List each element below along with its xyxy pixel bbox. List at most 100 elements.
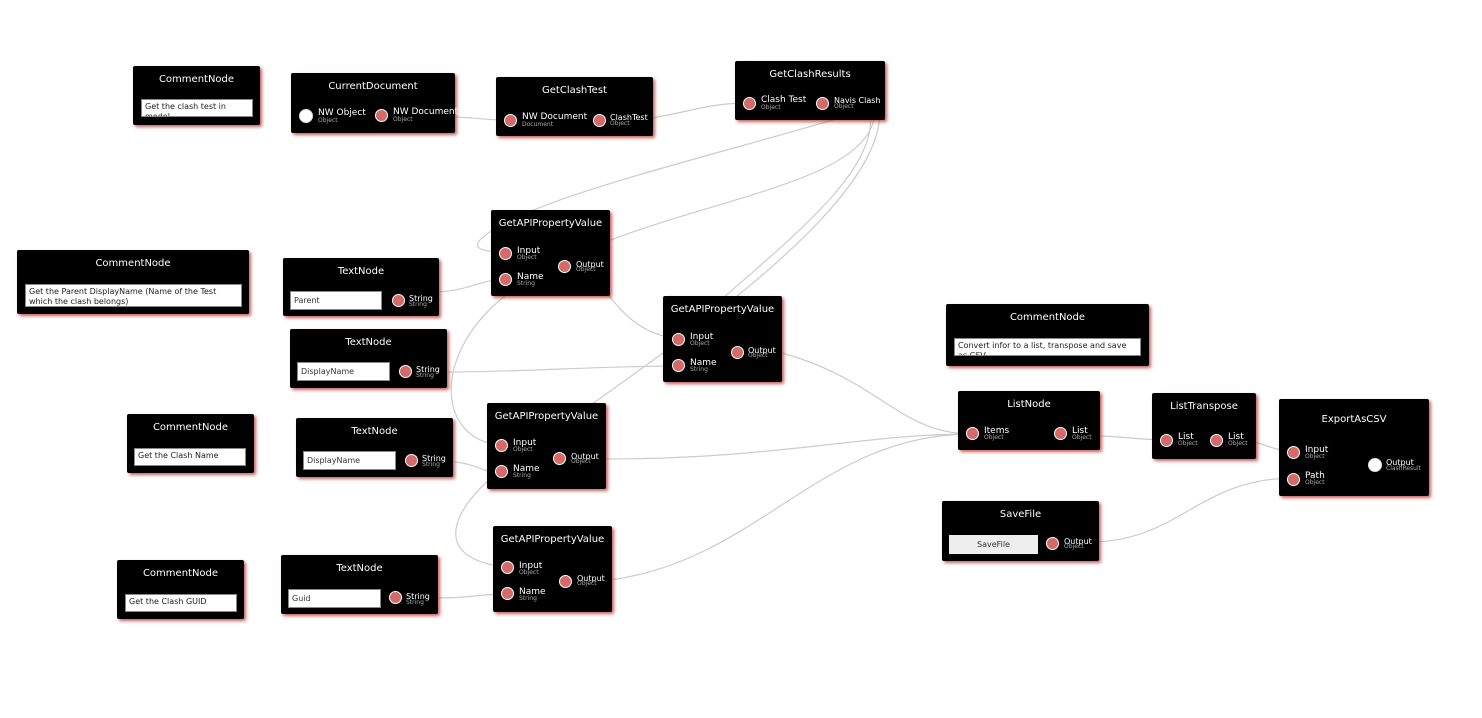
output-port[interactable]: [553, 452, 566, 465]
node-title: ListTranspose: [1170, 401, 1238, 412]
node-title: CommentNode: [95, 258, 171, 269]
current-document-node[interactable]: CurrentDocument NW Object Object NW Docu…: [291, 73, 458, 133]
port-label: Navis Clash: [834, 96, 881, 105]
path-input-port[interactable]: [1287, 473, 1300, 486]
node-title: CurrentDocument: [328, 81, 418, 92]
string-output-port[interactable]: [399, 365, 412, 378]
port-label: String: [406, 592, 430, 601]
node-title: TextNode: [337, 266, 385, 277]
text-value-field[interactable]: DisplayName: [297, 362, 390, 381]
port-type: Object: [1178, 440, 1198, 447]
name-input-port[interactable]: [672, 359, 685, 372]
wire-apiprop2-to-listnode: [781, 352, 973, 435]
port-label: Name: [690, 358, 717, 368]
text-value-field[interactable]: DisplayName: [303, 451, 396, 470]
port-type: Object: [748, 352, 768, 359]
node-title: TextNode: [336, 563, 383, 574]
export-as-csv-node[interactable]: ExportAsCSV Input Object Path Object Out…: [1279, 399, 1429, 496]
port-type: Object: [834, 103, 854, 110]
port-label: Name: [519, 587, 546, 597]
nw-object-output-port[interactable]: [299, 109, 313, 123]
port-type: String: [422, 461, 440, 468]
get-api-property-value-node-1[interactable]: GetAPIPropertyValue Input Object Name St…: [491, 210, 610, 296]
list-node[interactable]: ListNode Items Object List Object: [958, 391, 1100, 450]
port-label: List: [1072, 426, 1088, 436]
string-output-port[interactable]: [392, 294, 405, 307]
input-port[interactable]: [672, 333, 685, 346]
port-type: Object: [513, 446, 533, 453]
text-node-displayname-2[interactable]: TextNode DisplayName String String: [296, 418, 453, 477]
comment-node-clash-guid[interactable]: CommentNode Get the Clash GUID: [117, 560, 244, 619]
input-port[interactable]: [501, 561, 514, 574]
port-label: Output: [748, 346, 776, 355]
save-file-node[interactable]: SaveFile SaveFile Output Object: [942, 501, 1099, 561]
port-label: Items: [984, 426, 1010, 436]
comment-node-convert-list[interactable]: CommentNode Convert infor to a list, tra…: [946, 304, 1149, 366]
get-clash-test-node[interactable]: GetClashTest NW Document Document ClashT…: [496, 77, 653, 136]
node-title: CommentNode: [152, 422, 229, 433]
comment-text[interactable]: Get the Clash GUID: [125, 594, 237, 612]
node-title: GetAPIPropertyValue: [498, 218, 603, 229]
name-input-port[interactable]: [495, 465, 508, 478]
clashtest-output-port[interactable]: [593, 114, 606, 127]
name-input-port[interactable]: [501, 587, 514, 600]
comment-text[interactable]: Get the Clash Name: [134, 448, 246, 466]
port-label: Input: [1305, 445, 1329, 455]
port-type: Object: [1072, 434, 1092, 441]
text-node-displayname-1[interactable]: TextNode DisplayName String String: [290, 329, 447, 388]
get-api-property-value-node-3[interactable]: GetAPIPropertyValue Input Object Name St…: [487, 403, 606, 489]
port-label: Input: [519, 561, 543, 571]
items-input-port[interactable]: [966, 427, 979, 440]
node-title: CommentNode: [158, 74, 235, 85]
node-title: GetClashTest: [542, 85, 607, 96]
port-label: Name: [513, 464, 540, 474]
node-title: CommentNode: [142, 568, 219, 579]
comment-text[interactable]: Get the clash test in model: [141, 99, 253, 117]
nw-document-input-port[interactable]: [504, 114, 517, 127]
port-type: String: [409, 301, 427, 308]
port-label: Name: [517, 272, 544, 282]
list-output-port[interactable]: [1210, 434, 1223, 447]
text-value-field[interactable]: Guid: [288, 589, 381, 608]
comment-node-clash-name[interactable]: CommentNode Get the Clash Name: [127, 414, 254, 473]
list-input-port[interactable]: [1160, 434, 1173, 447]
input-port[interactable]: [495, 439, 508, 452]
string-output-port[interactable]: [389, 591, 402, 604]
output-port[interactable]: [1368, 458, 1382, 472]
clash-test-input-port[interactable]: [743, 97, 756, 110]
output-port[interactable]: [559, 575, 572, 588]
text-value-field[interactable]: Parent: [290, 291, 382, 310]
nw-document-output-port[interactable]: [375, 109, 388, 122]
input-port[interactable]: [1287, 446, 1300, 459]
output-port[interactable]: [558, 260, 571, 273]
output-port[interactable]: [1046, 537, 1059, 550]
port-type: Object: [610, 120, 630, 127]
navis-clash-output-port[interactable]: [816, 97, 829, 110]
port-label: Output: [1386, 458, 1414, 467]
string-output-port[interactable]: [405, 454, 418, 467]
name-input-port[interactable]: [499, 273, 512, 286]
comment-node-parent-displayname[interactable]: CommentNode Get the Parent DisplayName (…: [17, 250, 249, 314]
text-node-parent[interactable]: TextNode Parent String String: [283, 258, 439, 316]
port-type: Object: [1305, 479, 1325, 486]
node-title: CommentNode: [1009, 312, 1086, 323]
get-clash-results-node[interactable]: GetClashResults Clash Test Object Navis …: [735, 61, 885, 120]
input-port[interactable]: [499, 247, 512, 260]
get-api-property-value-node-4[interactable]: GetAPIPropertyValue Input Object Name St…: [493, 526, 612, 612]
get-api-property-value-node-2[interactable]: GetAPIPropertyValue Input Object Name St…: [663, 296, 782, 382]
port-label: List: [1178, 432, 1194, 442]
node-title: ListNode: [1007, 399, 1051, 410]
list-output-port[interactable]: [1054, 427, 1067, 440]
comment-text[interactable]: Get the Parent DisplayName (Name of the …: [25, 284, 242, 307]
text-node-guid[interactable]: TextNode Guid String String: [281, 555, 438, 614]
node-title: TextNode: [345, 337, 392, 348]
comment-text[interactable]: Convert infor to a list, transpose and s…: [954, 338, 1141, 356]
save-file-button[interactable]: SaveFile: [949, 535, 1038, 554]
comment-node-clash-test[interactable]: CommentNode Get the clash test in model: [133, 66, 260, 125]
wire-displayname1-to-apiprop2: [447, 365, 679, 373]
output-port[interactable]: [731, 346, 744, 359]
port-type: ClashResult: [1386, 465, 1422, 472]
wire-apiprop4-to-listnode: [609, 433, 973, 581]
port-type: Object: [519, 569, 539, 576]
list-transpose-node[interactable]: ListTranspose List Object List Object: [1152, 393, 1256, 459]
